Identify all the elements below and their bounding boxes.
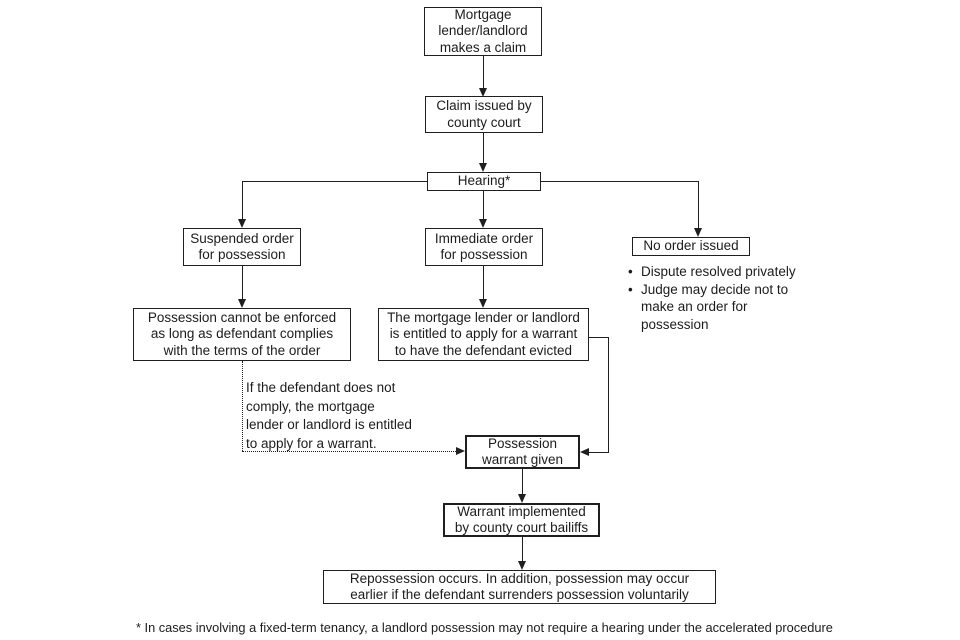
connector-immediate-warrant bbox=[483, 266, 484, 299]
node-warrant-entitled: The mortgage lender or landlord is entit… bbox=[378, 308, 589, 361]
connector-implemented-repossession bbox=[522, 537, 523, 561]
arrowhead-down-icon bbox=[694, 228, 702, 237]
arrowhead-left-icon bbox=[580, 448, 589, 456]
connector-dotted-down bbox=[242, 361, 243, 451]
arrowhead-down-icon bbox=[518, 561, 526, 570]
node-claim-issued: Claim issued by county court bbox=[425, 96, 543, 133]
node-suspended-order: Suspended order for possession bbox=[183, 228, 301, 266]
bullet-icon: • bbox=[628, 281, 633, 297]
connector-given-implemented bbox=[522, 469, 523, 494]
arrowhead-down-icon bbox=[238, 219, 246, 228]
non-compliance-note: If the defendant does not comply, the mo… bbox=[246, 380, 412, 451]
arrowhead-down-icon bbox=[518, 494, 526, 503]
node-no-order: No order issued bbox=[632, 237, 750, 256]
arrowhead-down-icon bbox=[479, 219, 487, 228]
arrowhead-down-icon bbox=[479, 163, 487, 172]
connector-hearing-right bbox=[541, 181, 698, 182]
bullet-icon: • bbox=[628, 264, 633, 279]
no-order-bullet-list: • Dispute resolved privately • Judge may… bbox=[628, 263, 813, 333]
node-immediate-order: Immediate order for possession bbox=[425, 228, 543, 266]
connector-entitled-out bbox=[589, 337, 609, 338]
connector-hearing-left bbox=[242, 181, 427, 182]
connector-hearing-immediate bbox=[483, 191, 484, 219]
connector-left-branch-down bbox=[242, 181, 243, 219]
connector-right-branch-down bbox=[698, 181, 699, 228]
arrowhead-down-icon bbox=[238, 299, 246, 308]
bullet-text: Dispute resolved privately bbox=[641, 264, 796, 279]
node-warrant-implemented: Warrant implemented by county court bail… bbox=[443, 503, 600, 537]
connector-entitled-down bbox=[608, 337, 609, 453]
footnote: * In cases involving a fixed-term tenanc… bbox=[136, 620, 833, 635]
connector-mortgage-claim bbox=[483, 56, 484, 89]
node-repossession: Repossession occurs. In addition, posses… bbox=[323, 570, 716, 604]
arrowhead-down-icon bbox=[479, 299, 487, 308]
arrowhead-right-icon bbox=[456, 447, 465, 455]
bullet-item: • Judge may decide not to make an order … bbox=[628, 281, 813, 334]
bullet-item: • Dispute resolved privately bbox=[628, 263, 813, 281]
node-warrant-given: Possession warrant given bbox=[465, 435, 580, 469]
node-possession-not-enforced: Possession cannot be enforced as long as… bbox=[133, 308, 351, 361]
connector-dotted-right bbox=[242, 451, 456, 452]
node-hearing: Hearing* bbox=[427, 172, 541, 191]
connector-suspended-enforced bbox=[242, 266, 243, 299]
node-mortgage-claim: Mortgage lender/landlord makes a claim bbox=[424, 7, 542, 56]
bullet-text: Judge may decide not to make an order fo… bbox=[641, 281, 789, 332]
connector-entitled-in bbox=[589, 452, 609, 453]
connector-claim-hearing bbox=[483, 133, 484, 163]
arrowhead-down-icon bbox=[479, 88, 487, 97]
